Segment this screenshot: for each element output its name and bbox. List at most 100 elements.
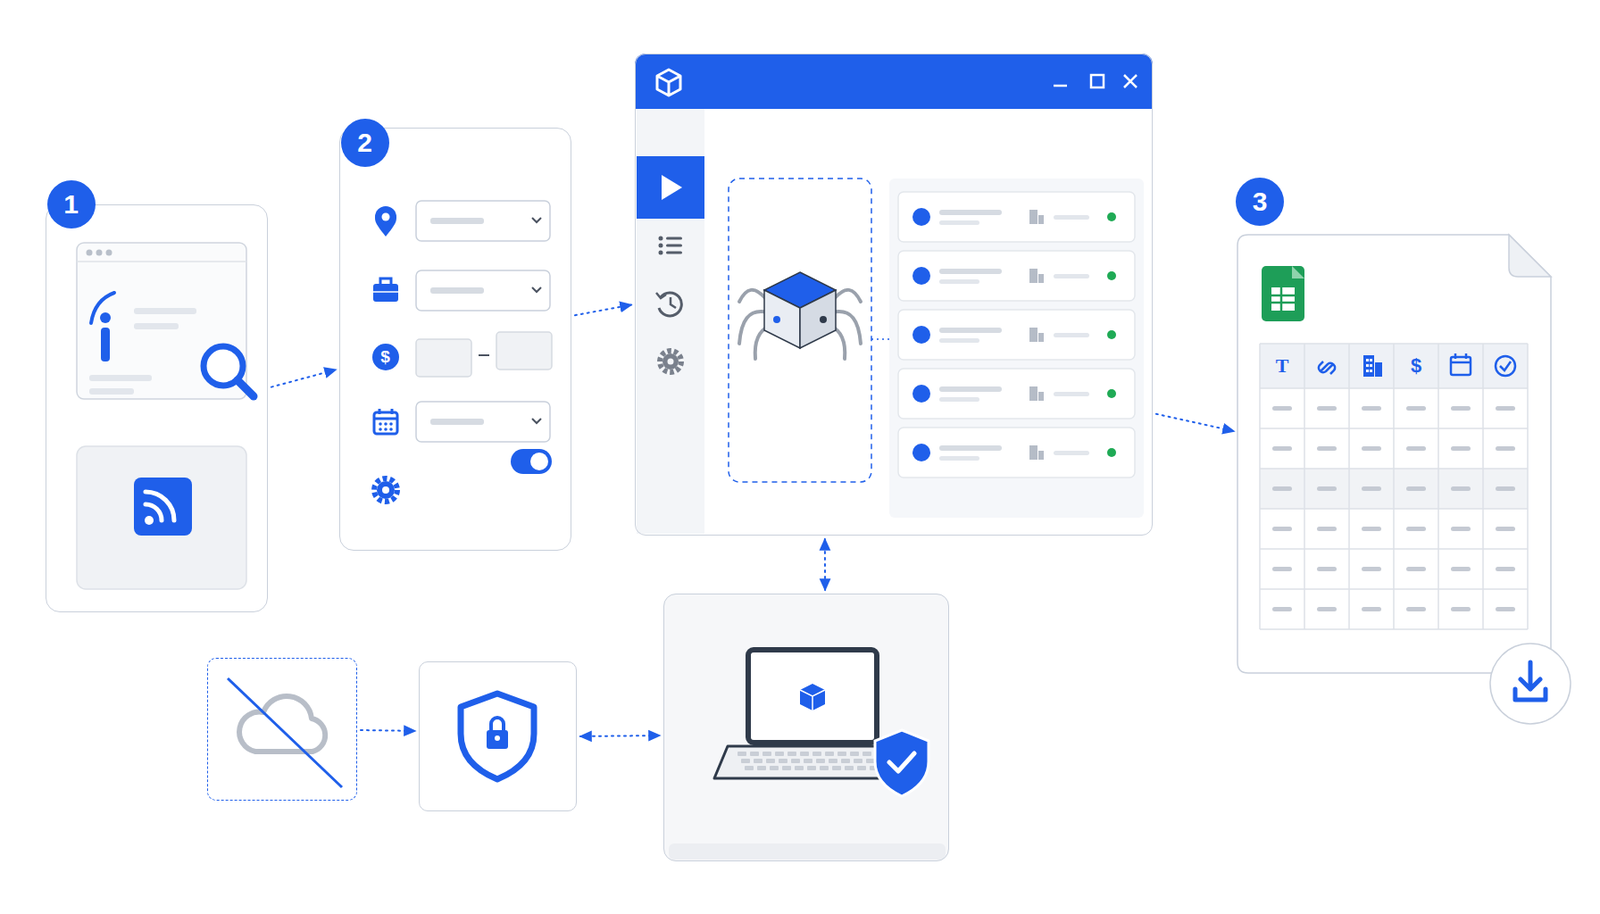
spreadsheet-panel bbox=[1450, 361, 1471, 365]
table-grid bbox=[1348, 343, 1350, 630]
result-rows bbox=[939, 268, 1002, 275]
keyboard-keys bbox=[841, 758, 850, 764]
app-window bbox=[658, 236, 684, 256]
filter-panel bbox=[378, 422, 383, 426]
spreadsheet-panel bbox=[1369, 364, 1373, 367]
keyboard-keys bbox=[794, 766, 804, 771]
keyboard-keys bbox=[828, 758, 838, 764]
source-panel bbox=[86, 250, 93, 257]
table-grid bbox=[1361, 446, 1382, 451]
filter-panel bbox=[478, 354, 490, 357]
app-window bbox=[658, 250, 664, 256]
security-shield bbox=[486, 730, 509, 750]
table-grid bbox=[1259, 343, 1528, 630]
spreadsheet-panel bbox=[1237, 234, 1551, 674]
app-window bbox=[666, 251, 683, 255]
source-panel bbox=[76, 446, 247, 590]
keyboard-keys bbox=[862, 751, 872, 757]
result-rows bbox=[1053, 450, 1090, 456]
keyboard-keys bbox=[775, 751, 784, 757]
source-panel bbox=[45, 204, 268, 613]
app-window bbox=[657, 69, 681, 96]
keyboard-keys bbox=[744, 766, 754, 771]
spreadsheet-panel bbox=[1465, 353, 1468, 359]
spreadsheet-panel bbox=[1515, 689, 1546, 700]
result-rows bbox=[1038, 274, 1044, 284]
keyboard-keys bbox=[844, 766, 854, 771]
table-grid bbox=[1361, 566, 1382, 572]
result-rows bbox=[898, 368, 1135, 419]
local-laptop bbox=[668, 843, 946, 860]
source-panel bbox=[96, 250, 103, 257]
security-shield bbox=[460, 693, 534, 780]
result-rows bbox=[1038, 450, 1044, 460]
spreadsheet-panel bbox=[1375, 362, 1383, 377]
filter-panel bbox=[383, 427, 388, 432]
callout-number: 3 bbox=[1235, 177, 1284, 226]
keyboard-keys bbox=[757, 766, 767, 771]
keyboard-keys bbox=[750, 751, 759, 757]
spreadsheet-panel bbox=[1366, 369, 1369, 373]
keyboard-keys bbox=[816, 758, 825, 764]
app-window bbox=[634, 53, 1153, 536]
security-shield bbox=[418, 661, 577, 812]
app-window bbox=[666, 244, 683, 248]
source-panel: 1 bbox=[45, 204, 268, 613]
app-window bbox=[1053, 84, 1067, 88]
source-panel bbox=[133, 308, 197, 315]
result-rows bbox=[939, 338, 980, 343]
filter-panel bbox=[389, 422, 393, 426]
spreadsheet-panel bbox=[1363, 355, 1383, 377]
app-window bbox=[889, 178, 1144, 518]
table-grid bbox=[1450, 446, 1471, 451]
flow-arrow bbox=[575, 305, 632, 317]
result-rows bbox=[1038, 391, 1044, 401]
keyboard-keys bbox=[787, 751, 797, 757]
table-grid bbox=[1316, 607, 1337, 612]
no-cloud-icon bbox=[239, 696, 325, 752]
spreadsheet-panel bbox=[1520, 662, 1541, 690]
source-panel bbox=[89, 388, 134, 395]
keyboard-keys bbox=[837, 751, 847, 757]
callout-number: 1 bbox=[47, 180, 96, 229]
table-grid bbox=[1406, 526, 1426, 532]
app-window bbox=[656, 292, 667, 299]
table-grid bbox=[1258, 343, 1261, 630]
filter-panel bbox=[339, 127, 572, 551]
local-laptop bbox=[889, 753, 915, 772]
table-grid bbox=[1272, 406, 1292, 411]
result-rows bbox=[912, 208, 931, 226]
keyboard-keys bbox=[782, 766, 792, 771]
result-rows bbox=[939, 397, 980, 402]
keyboard-keys bbox=[819, 766, 829, 771]
spreadsheet-panel bbox=[1261, 266, 1305, 322]
no-cloud-box bbox=[207, 658, 358, 801]
keyboard-keys bbox=[825, 751, 834, 757]
table-grid bbox=[1272, 446, 1292, 451]
table-grid bbox=[1406, 406, 1426, 411]
app-window bbox=[661, 175, 683, 200]
spreadsheet-panel bbox=[1369, 358, 1373, 362]
spreadsheet-panel bbox=[1508, 234, 1551, 277]
result-rows bbox=[1107, 389, 1117, 399]
app-window bbox=[659, 350, 682, 373]
filter-panel bbox=[416, 339, 472, 377]
table-grid bbox=[1495, 526, 1516, 532]
local-laptop bbox=[800, 690, 825, 711]
keyboard-keys bbox=[778, 758, 788, 764]
result-rows bbox=[1029, 327, 1038, 342]
spreadsheet-panel bbox=[1318, 361, 1335, 375]
table-grid bbox=[1259, 548, 1528, 550]
spreadsheet-panel bbox=[1363, 355, 1375, 377]
table-grid bbox=[1316, 526, 1337, 532]
spreadsheet-panel bbox=[1366, 358, 1369, 362]
table-grid bbox=[1272, 607, 1292, 612]
column-icon: T bbox=[1267, 351, 1297, 381]
app-window bbox=[636, 156, 705, 219]
app-window bbox=[1124, 75, 1137, 88]
keyboard-keys bbox=[807, 766, 817, 771]
callout-number: 2 bbox=[341, 118, 390, 167]
table-grid bbox=[1450, 607, 1471, 612]
filter-panel bbox=[383, 422, 388, 426]
